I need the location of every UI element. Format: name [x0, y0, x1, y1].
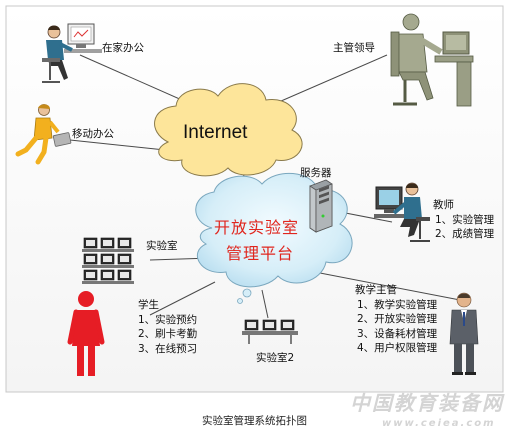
- link-student-platform: [149, 281, 216, 316]
- student-item: 3、在线预习: [138, 342, 198, 355]
- manager-at-desk-icon: [390, 13, 474, 107]
- person-at-computer-icon: [42, 23, 102, 83]
- link-director-platform: [319, 272, 461, 301]
- student-figure-icon: [67, 291, 105, 376]
- student-item: 1、实验预约: [138, 313, 198, 326]
- internet-cloud: [154, 83, 303, 177]
- lab2-label: 实验室2: [256, 352, 295, 364]
- teacher-item: 2、成绩管理: [435, 228, 495, 240]
- link-supervisor-internet: [264, 54, 388, 109]
- internet-label: Internet: [183, 122, 248, 143]
- watermark-url: www.ceiea.com: [382, 418, 496, 429]
- watermark-text: 中国教育装备网: [350, 391, 504, 415]
- supervisor-label: 主管领导: [333, 42, 375, 54]
- walking-person-icon: [15, 104, 72, 165]
- teacher-item: 1、实验管理: [435, 213, 495, 226]
- link-mobile-internet: [69, 139, 166, 151]
- student-block: 学生 1、实验预约 2、刷卡考勤 3、在线预习: [138, 298, 197, 356]
- computer-lab-icon: [82, 237, 134, 284]
- director-block: 教学主管 1、教学实验管理 2、开放实验管理 3、设备耗材管理 4、用户权限管理: [355, 283, 437, 356]
- diagram-caption: 实验室管理系统拓扑图: [202, 415, 307, 427]
- student-title: 学生: [138, 299, 159, 311]
- server-tower-icon: [309, 179, 333, 233]
- server-label: 服务器: [300, 167, 332, 179]
- computer-lab-icon: [242, 319, 298, 344]
- teacher-block: 教师 1、实验管理 2、成绩管理: [433, 198, 494, 242]
- student-item: 2、刷卡考勤: [138, 328, 198, 340]
- lab-label: 实验室: [146, 240, 178, 252]
- link-lab2-platform: [261, 289, 269, 319]
- home-office-label: 在家办公: [102, 42, 144, 54]
- platform-title-line-1: 开放实验室: [214, 218, 300, 237]
- director-item: 4、用户权限管理: [357, 342, 438, 354]
- platform-title-line-2: 管理平台: [226, 244, 295, 263]
- platform-title: 开放实验室 管理平台: [214, 215, 344, 267]
- businessman-figure-icon: [449, 292, 479, 375]
- director-title: 教学主管: [355, 284, 397, 296]
- director-item: 3、设备耗材管理: [357, 327, 438, 340]
- director-item: 2、开放实验管理: [357, 313, 438, 325]
- teacher-title: 教师: [433, 199, 454, 211]
- director-item: 1、教学实验管理: [357, 298, 438, 311]
- mobile-office-label: 移动办公: [72, 128, 114, 140]
- person-at-computer-icon: [374, 182, 430, 242]
